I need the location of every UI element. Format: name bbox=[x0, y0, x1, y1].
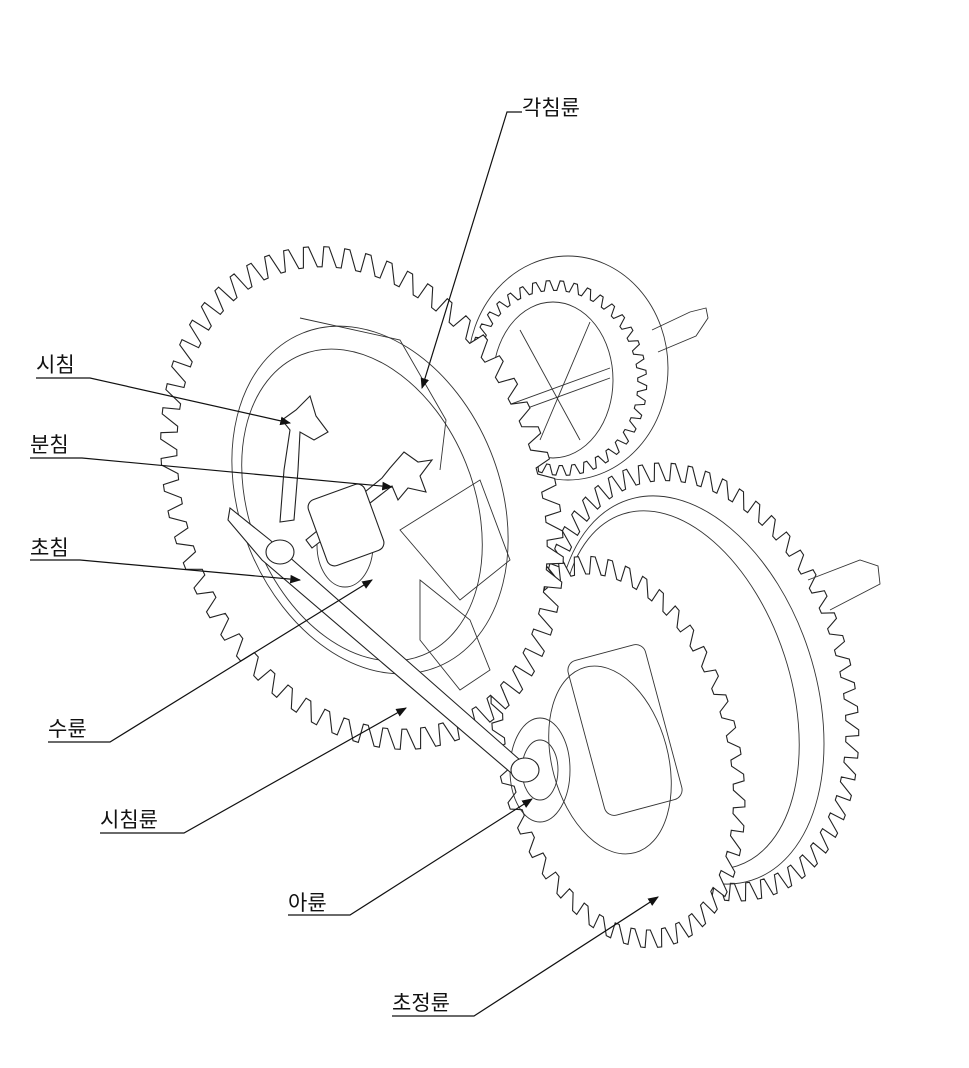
label-chochim: 초침 bbox=[30, 536, 69, 560]
label-bunchim: 분침 bbox=[30, 433, 69, 457]
leader-lines bbox=[30, 111, 659, 1017]
lower-middle-gear bbox=[490, 555, 746, 949]
label-suryun: 수륜 bbox=[48, 717, 87, 741]
clock-hands bbox=[227, 394, 540, 783]
label-sichimryun: 시침륜 bbox=[100, 808, 158, 832]
label-gakchimryun: 각침륜 bbox=[522, 96, 580, 120]
g-mid-teeth bbox=[490, 555, 746, 949]
label-sichim: 시침 bbox=[36, 353, 75, 377]
label-aryun: 아륜 bbox=[288, 891, 327, 915]
label-chojeongryun: 초정륜 bbox=[392, 991, 450, 1015]
